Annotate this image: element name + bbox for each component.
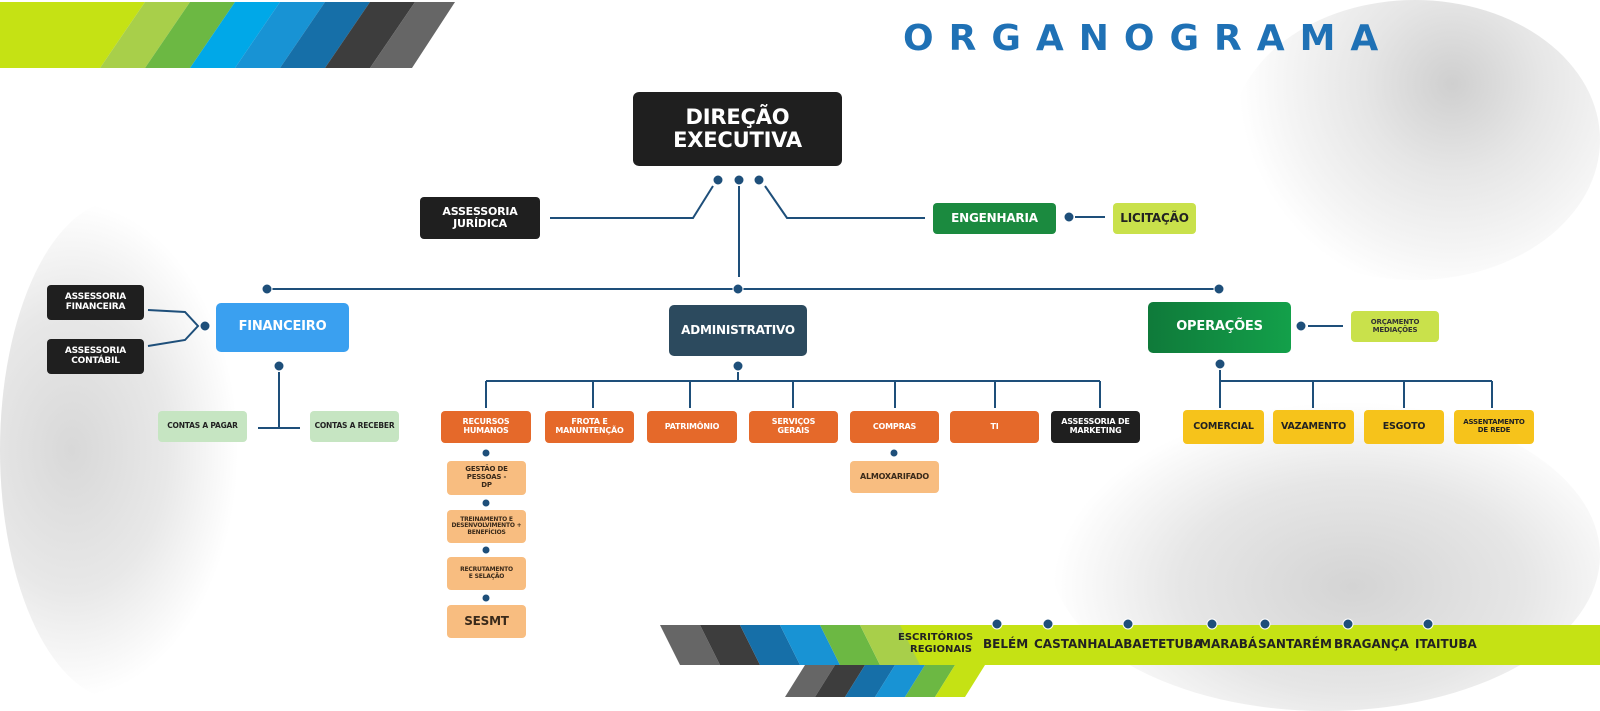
box-assessoria-juridica: ASSESSORIA JURÍDICA: [420, 197, 540, 239]
box-gestao-pessoas: GESTÃO DE PESSOAS - DP: [447, 461, 526, 495]
box-frota-manutencao: FROTA E MANUNTENÇÃO: [545, 411, 634, 443]
box-vazamento: VAZAMENTO: [1273, 410, 1354, 444]
box-almoxarifado: ALMOXARIFADO: [850, 461, 939, 493]
box-orcamento-mediacoes: ORÇAMENTO MEDIAÇÕES: [1351, 311, 1439, 342]
box-recursos-humanos: RECURSOS HUMANOS: [441, 411, 531, 443]
box-treinamento: TREINAMENTO E DESENVOLVIMENTO + BENEFÍCI…: [447, 510, 526, 543]
box-sesmt: SESMT: [447, 605, 526, 638]
box-compras: COMPRAS: [850, 411, 939, 443]
box-administrativo: ADMINISTRATIVO: [669, 305, 807, 356]
box-comercial: COMERCIAL: [1183, 410, 1264, 444]
header-stripes: [0, 2, 455, 68]
footer-stripes: [660, 625, 1600, 697]
box-esgoto: ESGOTO: [1364, 410, 1444, 444]
city-itaituba: ITAITUBA: [1415, 637, 1477, 651]
city-abaetetuba: ABAETETUBA: [1114, 637, 1203, 651]
box-patrimonio: PATRIMÔNIO: [647, 411, 737, 443]
city-castanhal: CASTANHAL: [1034, 637, 1115, 651]
box-assessoria-contabil: ASSESSORIA CONTÁBIL: [47, 339, 144, 374]
box-operacoes: OPERAÇÕES: [1148, 302, 1291, 353]
box-recrutamento: RECRUTAMENTO E SELAÇÃO: [447, 557, 526, 590]
box-engenharia: ENGENHARIA: [933, 203, 1056, 234]
box-assessoria-marketing: ASSESSORIA DE MARKETING: [1051, 411, 1140, 443]
city-santarem: SANTARÉM: [1258, 637, 1332, 651]
box-financeiro: FINANCEIRO: [216, 303, 349, 352]
connector-dots: [199, 174, 1434, 630]
city-braganca: BRAGANÇA: [1334, 637, 1409, 651]
box-servicos-gerais: SERVIÇOS GERAIS: [749, 411, 838, 443]
box-contas-a-receber: CONTAS A RECEBER: [310, 411, 399, 442]
box-direcao-executiva: DIREÇÃO EXECUTIVA: [633, 92, 842, 166]
city-belem: BELÉM: [983, 637, 1029, 651]
box-assentamento-rede: ASSENTAMENTO DE REDE: [1454, 410, 1534, 444]
box-licitacao: LICITAÇÃO: [1113, 203, 1196, 234]
city-maraba: MARABÁ: [1199, 637, 1258, 651]
box-assessoria-financeira: ASSESSORIA FINANCEIRA: [47, 285, 144, 320]
regional-offices-label: ESCRITÓRIOS REGIONAIS: [898, 632, 974, 655]
box-contas-a-pagar: CONTAS A PAGAR: [158, 411, 247, 442]
page-title: ORGANOGRAMA: [903, 18, 1394, 59]
box-ti: TI: [950, 411, 1039, 443]
